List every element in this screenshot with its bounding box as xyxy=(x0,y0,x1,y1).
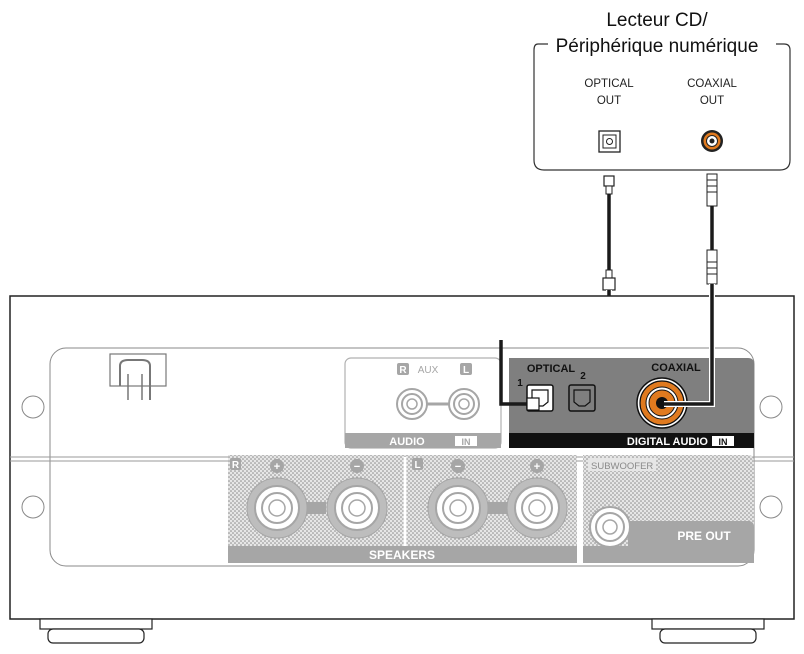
source-title-line2: Périphérique numérique xyxy=(556,36,759,57)
speaker-r-plus: + xyxy=(274,461,280,473)
coaxial-out-label-line2: OUT xyxy=(700,95,724,107)
optical-out-jack-icon xyxy=(598,130,621,153)
optical-1-label: 1 xyxy=(517,378,523,389)
coaxial-out-jack-icon xyxy=(701,130,723,152)
audio-in-badge: IN xyxy=(462,437,471,447)
optical-out-label-line2: OUT xyxy=(597,95,621,107)
source-device-outline xyxy=(533,43,791,171)
optical-plug-bottom-icon xyxy=(602,277,616,291)
speaker-l-minus: − xyxy=(455,461,461,473)
coaxial-plug-top-icon xyxy=(706,173,718,207)
audio-label: AUDIO xyxy=(389,436,425,448)
power-inlet-icon xyxy=(109,353,167,400)
digital-panel-bg xyxy=(509,358,754,448)
source-title-line1: Lecteur CD/ xyxy=(606,10,708,31)
speakers-label-bar xyxy=(228,546,577,563)
subwoofer-jack-icon xyxy=(589,506,631,548)
aux-r-jack-icon xyxy=(396,388,428,420)
aux-r-badge-bg xyxy=(397,363,409,375)
speaker-terminal-r-minus-icon xyxy=(326,477,388,539)
speakers-label: SPEAKERS xyxy=(369,548,435,562)
screw-right-top-icon xyxy=(759,395,783,419)
foot-left xyxy=(39,618,153,644)
subwoofer-label: SUBWOOFER xyxy=(591,461,653,472)
digital-in-badge: IN xyxy=(719,437,728,447)
screw-left-bottom-icon xyxy=(21,495,45,519)
source-device: Lecteur CD/ Périphérique numérique OPTIC… xyxy=(533,10,791,171)
aux-l-badge: L xyxy=(463,365,469,376)
coaxial-cable xyxy=(706,173,718,285)
speakers-section: SPEAKERS R L + − − + xyxy=(228,455,577,563)
aux-label: AUX xyxy=(418,365,439,376)
speaker-l-plus: + xyxy=(534,461,540,473)
pre-out-section: SUBWOOFER PRE OUT xyxy=(583,455,754,563)
aux-r-badge: R xyxy=(399,365,407,376)
aux-audio-in-section: AUDIO IN R AUX L xyxy=(344,357,502,449)
optical-cable-end xyxy=(499,340,527,406)
pre-out-label: PRE OUT xyxy=(677,529,731,543)
optical-in-2-jack-icon xyxy=(568,384,596,412)
speakers-r-badge: R xyxy=(232,460,240,471)
speakers-l-badge: L xyxy=(414,460,420,471)
optical-out-label-line1: OPTICAL xyxy=(584,78,634,90)
aux-l-badge-bg xyxy=(460,363,472,375)
coaxial-plug-bottom-icon xyxy=(706,249,718,285)
digital-audio-in-section: DIGITAL AUDIO IN OPTICAL 1 2 COAXIAL xyxy=(509,358,754,448)
optical-label: OPTICAL xyxy=(527,363,576,375)
screw-left-top-icon xyxy=(21,395,45,419)
aux-l-jack-icon xyxy=(448,388,480,420)
screw-right-bottom-icon xyxy=(759,495,783,519)
coaxial-in-jack-icon xyxy=(636,377,688,429)
speaker-r-minus: − xyxy=(354,461,360,473)
optical-plug-top-icon xyxy=(603,175,615,187)
speaker-terminal-r-plus-icon xyxy=(246,477,308,539)
foot-right xyxy=(651,618,765,644)
coaxial-label: COAXIAL xyxy=(651,362,701,374)
digital-audio-label: DIGITAL AUDIO xyxy=(627,436,709,448)
speaker-terminal-l-plus-icon xyxy=(506,477,568,539)
digital-label-bar xyxy=(509,433,754,448)
optical-2-label: 2 xyxy=(580,371,586,382)
coaxial-out-label-line1: COAXIAL xyxy=(687,78,737,90)
speaker-terminal-l-minus-icon xyxy=(427,477,489,539)
